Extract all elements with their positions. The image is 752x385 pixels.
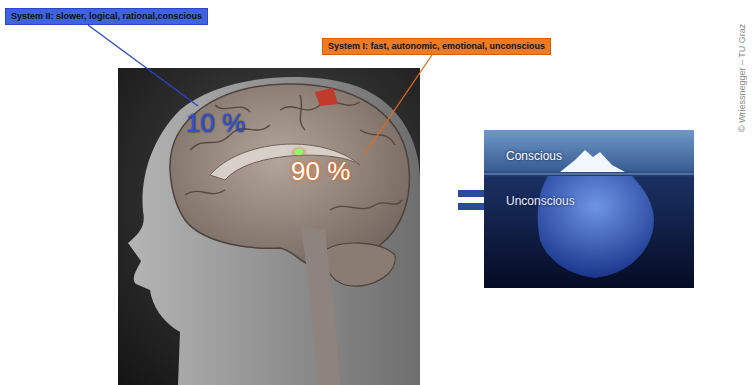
node-text: System I: fast, autonomic, emotional, un…: [328, 41, 545, 51]
brainstem: [300, 225, 340, 385]
label-box: System I: fast, autonomic, emotional, un…: [322, 38, 551, 55]
iceberg-underwater: [538, 176, 654, 278]
brain-folds: [185, 95, 402, 210]
node-text: Unconscious: [506, 194, 575, 208]
node-text: Conscious: [506, 149, 562, 163]
percentage: 10 %: [186, 110, 245, 136]
iceberg-tip: [560, 150, 625, 172]
node-text: System II: slower, logical, rational,con…: [11, 11, 202, 21]
iceberg-panel: ConsciousUnconscious: [484, 130, 694, 288]
watermark: © Wriessnegger – TU Graz: [738, 24, 747, 132]
activation-spot: [295, 149, 303, 155]
leader-line: [88, 25, 198, 106]
iceberg-panel: [484, 130, 694, 288]
photo-panel: [118, 68, 420, 385]
percentage: 90 %: [291, 158, 350, 184]
waterline: [484, 174, 694, 175]
activation-spot: [315, 88, 338, 106]
activation-spot: [290, 146, 308, 158]
label-box: System II: slower, logical, rational,con…: [5, 8, 208, 25]
leader-line: [364, 55, 432, 155]
head-silhouette: [128, 77, 420, 385]
cerebellum: [324, 243, 395, 286]
